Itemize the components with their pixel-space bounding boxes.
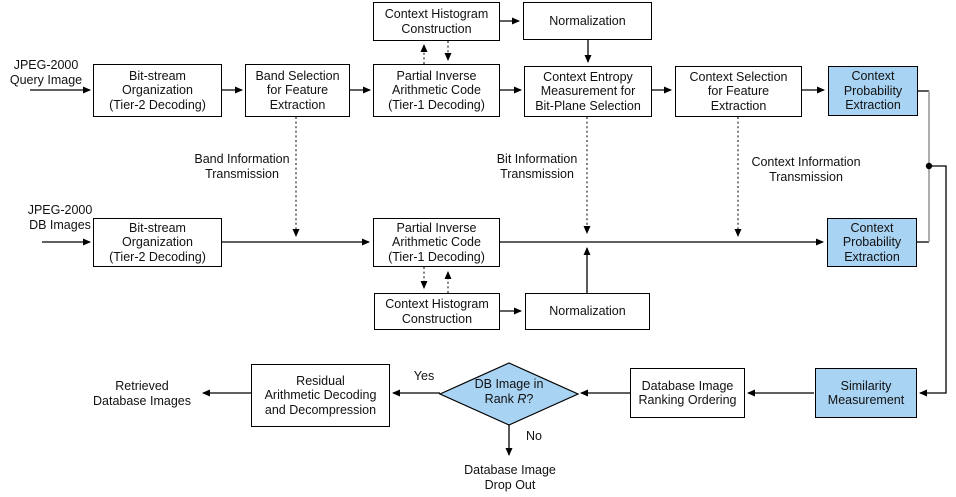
arrow-merge-to-similarity bbox=[919, 165, 947, 397]
label-yes: Yes bbox=[413, 369, 435, 383]
box-context-histogram-db: Context Histogram Construction bbox=[374, 293, 500, 330]
box-normalization-db: Normalization bbox=[525, 293, 650, 330]
label-no: No bbox=[526, 429, 542, 443]
box-partial-inverse-db: Partial Inverse Arithmetic Code (Tier-1 … bbox=[373, 218, 500, 267]
box-context-probability-query: Context Probability Extraction bbox=[828, 66, 918, 116]
box-bitstream-organization-query: Bit-stream Organization (Tier-2 Decoding… bbox=[93, 64, 222, 117]
label-retrieved-images: Retrieved Database Images bbox=[93, 379, 191, 408]
label-db-input: JPEG-2000 DB Images bbox=[27, 203, 93, 232]
box-ranking-ordering: Database Image Ranking Ordering bbox=[630, 368, 745, 418]
label-bit-information: Bit Information Transmission bbox=[496, 152, 578, 181]
box-bitstream-organization-db: Bit-stream Organization (Tier-2 Decoding… bbox=[93, 218, 222, 267]
label-drop-out: Database Image Drop Out bbox=[464, 463, 556, 492]
box-band-selection: Band Selection for Feature Extraction bbox=[245, 64, 350, 117]
label-query-input: JPEG-2000 Query Image bbox=[9, 58, 83, 87]
box-context-selection: Context Selection for Feature Extraction bbox=[675, 66, 802, 117]
box-context-histogram-query: Context Histogram Construction bbox=[373, 2, 500, 41]
box-context-probability-db: Context Probability Extraction bbox=[827, 218, 917, 267]
decision-text: DB Image in Rank R? bbox=[440, 377, 578, 407]
label-context-information: Context Information Transmission bbox=[751, 155, 861, 184]
box-residual-decoding: Residual Arithmetic Decoding and Decompr… bbox=[251, 364, 390, 427]
box-normalization-query: Normalization bbox=[523, 2, 652, 40]
box-partial-inverse-query: Partial Inverse Arithmetic Code (Tier-1 … bbox=[373, 64, 500, 117]
decision-line1: DB Image in bbox=[474, 377, 544, 391]
label-band-information: Band Information Transmission bbox=[194, 152, 290, 181]
box-context-entropy: Context Entropy Measurement for Bit-Plan… bbox=[524, 66, 652, 117]
decision-line2: Rank R? bbox=[484, 392, 534, 406]
box-similarity-measurement: Similarity Measurement bbox=[815, 368, 917, 418]
decision-diamond bbox=[438, 362, 580, 426]
